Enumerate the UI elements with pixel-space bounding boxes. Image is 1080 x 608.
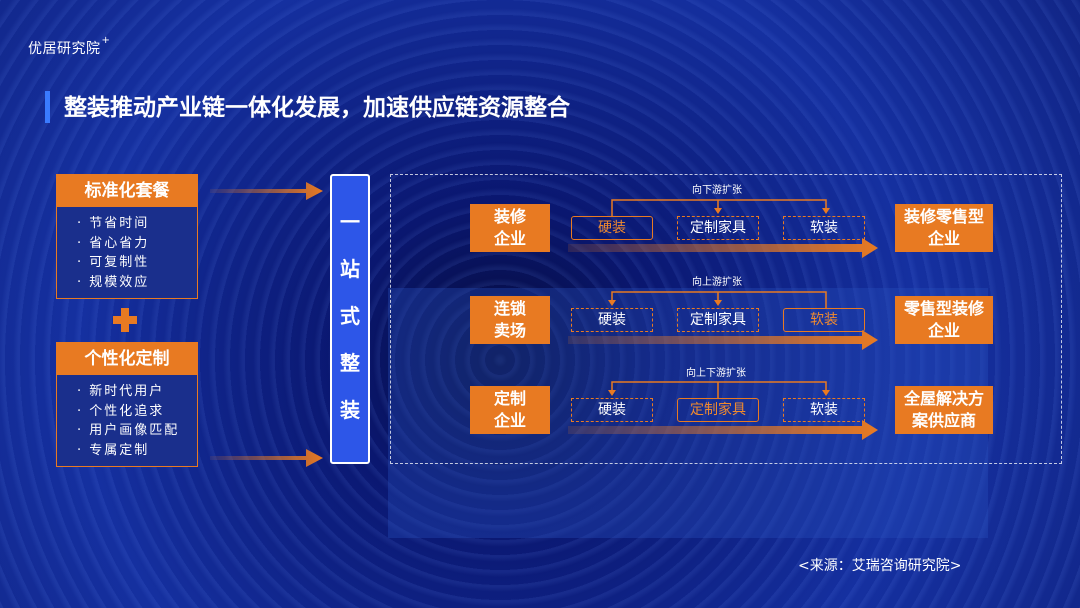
segment-box: 软装 (783, 308, 865, 332)
brand-name: 优居研究院 (28, 41, 101, 57)
expansion-connector (611, 291, 827, 308)
source-note: <来源：艾瑞咨询研究院> (798, 558, 962, 574)
one-stop-decoration-bar: 一 站 式 整 装 (330, 174, 370, 464)
arrow-down-icon (608, 390, 616, 396)
result-box: 零售型装修企业 (895, 296, 993, 344)
brand-mark: + (101, 35, 111, 47)
one-stop-char: 整 (340, 351, 360, 375)
result-box: 全屋解决方案供应商 (895, 386, 993, 434)
result-box: 装修零售型企业 (895, 204, 993, 252)
flow-arrow-icon (568, 330, 878, 350)
card-list-item: 省心省力 (77, 234, 197, 254)
enterprise-label: 连锁卖场 (493, 299, 526, 340)
one-stop-char: 一 (340, 210, 360, 234)
card-standardized-package: 标准化套餐 节省时间 省心省力 可复制性 规模效应 (56, 174, 198, 299)
result-label: 装修零售型企业 (903, 207, 984, 248)
expansion-connector (611, 199, 827, 216)
card-list-item: 个性化追求 (77, 402, 197, 422)
enterprise-box: 装修企业 (470, 204, 550, 252)
arrow-down-icon (822, 208, 830, 214)
page-title: 整装推动产业链一体化发展，加速供应链资源整合 (64, 95, 570, 121)
card-heading: 个性化定制 (57, 343, 197, 375)
card-list-item: 规模效应 (77, 273, 197, 293)
brand-logo: 优居研究院+ (28, 35, 111, 58)
segment-box: 定制家具 (677, 308, 759, 332)
flow-arrow-icon (568, 420, 878, 440)
card-list-item: 可复制性 (77, 253, 197, 273)
card-heading: 标准化套餐 (57, 175, 197, 207)
arrow-down-icon (714, 208, 722, 214)
segment-box: 定制家具 (677, 216, 759, 240)
card-list: 新时代用户 个性化追求 用户画像匹配 专属定制 (57, 375, 197, 466)
segment-box: 硬装 (571, 216, 653, 240)
expansion-direction-label: 向上下游扩张 (686, 368, 746, 379)
one-stop-char: 装 (340, 398, 360, 422)
result-label: 零售型装修企业 (903, 299, 984, 340)
enterprise-label: 装修企业 (493, 207, 526, 248)
arrow-right-icon (210, 182, 323, 200)
arrow-right-icon (210, 449, 323, 467)
segment-box: 软装 (783, 216, 865, 240)
enterprise-box: 定制企业 (470, 386, 550, 434)
expansion-connector (611, 381, 827, 398)
card-personalized-custom: 个性化定制 新时代用户 个性化追求 用户画像匹配 专属定制 (56, 342, 198, 467)
arrow-down-icon (714, 300, 722, 306)
card-list-item: 用户画像匹配 (77, 421, 197, 441)
segment-box: 硬装 (571, 308, 653, 332)
card-list-item: 新时代用户 (77, 382, 197, 402)
expansion-direction-label: 向上游扩张 (692, 277, 742, 288)
card-list-item: 节省时间 (77, 214, 197, 234)
arrow-down-icon (608, 300, 616, 306)
flow-arrow-icon (568, 238, 878, 258)
segment-box: 定制家具 (677, 398, 759, 422)
title-accent-bar (45, 91, 50, 123)
enterprise-label: 定制企业 (493, 389, 526, 430)
result-label: 全屋解决方案供应商 (903, 389, 984, 430)
enterprise-box: 连锁卖场 (470, 296, 550, 344)
segment-box: 硬装 (571, 398, 653, 422)
one-stop-char: 式 (340, 304, 360, 328)
card-list-item: 专属定制 (77, 441, 197, 461)
expansion-direction-label: 向下游扩张 (692, 185, 742, 196)
segment-box: 软装 (783, 398, 865, 422)
flow-frame (390, 174, 1062, 464)
plus-icon (113, 308, 137, 332)
card-list: 节省时间 省心省力 可复制性 规模效应 (57, 207, 197, 298)
arrow-down-icon (822, 390, 830, 396)
one-stop-char: 站 (340, 257, 360, 281)
